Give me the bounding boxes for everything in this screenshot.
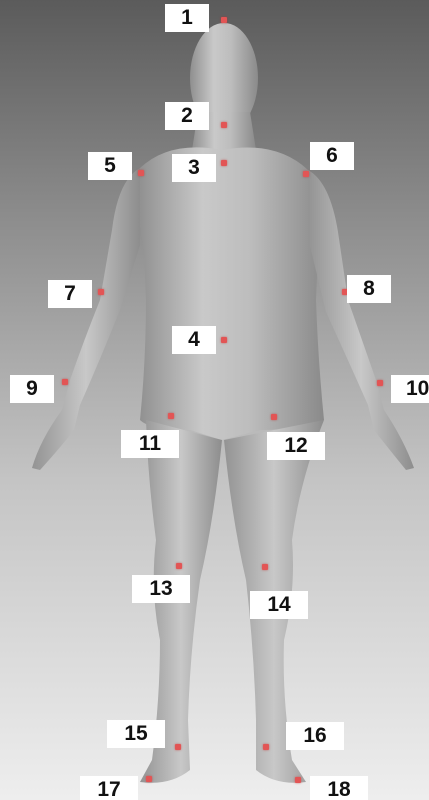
landmark-marker-17 (146, 776, 152, 782)
landmark-label-15: 15 (107, 720, 165, 748)
landmark-label-9: 9 (10, 375, 54, 403)
landmark-label-10: 10 (391, 375, 429, 403)
landmark-label-13: 13 (132, 575, 190, 603)
landmark-label-1: 1 (165, 4, 209, 32)
landmark-label-2: 2 (165, 102, 209, 130)
landmark-label-3: 3 (172, 154, 216, 182)
landmark-marker-4 (221, 337, 227, 343)
left-arm-shape (32, 168, 140, 470)
landmark-marker-6 (303, 171, 309, 177)
landmark-label-17: 17 (80, 776, 138, 800)
landmark-marker-15 (175, 744, 181, 750)
landmark-label-11: 11 (121, 430, 179, 458)
landmark-marker-13 (176, 563, 182, 569)
right-arm-shape (308, 170, 414, 470)
landmark-label-5: 5 (88, 152, 132, 180)
landmark-marker-2 (221, 122, 227, 128)
landmark-marker-12 (271, 414, 277, 420)
torso-shape (138, 147, 324, 440)
landmark-label-6: 6 (310, 142, 354, 170)
landmark-label-14: 14 (250, 591, 308, 619)
landmark-label-16: 16 (286, 722, 344, 750)
landmark-marker-10 (377, 380, 383, 386)
landmark-marker-7 (98, 289, 104, 295)
landmark-label-7: 7 (48, 280, 92, 308)
landmark-label-8: 8 (347, 275, 391, 303)
landmark-label-12: 12 (267, 432, 325, 460)
landmark-marker-9 (62, 379, 68, 385)
landmark-marker-3 (221, 160, 227, 166)
landmark-marker-16 (263, 744, 269, 750)
landmark-marker-18 (295, 777, 301, 783)
landmark-label-4: 4 (172, 326, 216, 354)
landmark-marker-5 (138, 170, 144, 176)
landmark-label-18: 18 (310, 776, 368, 800)
landmark-marker-1 (221, 17, 227, 23)
landmark-marker-11 (168, 413, 174, 419)
landmark-marker-14 (262, 564, 268, 570)
